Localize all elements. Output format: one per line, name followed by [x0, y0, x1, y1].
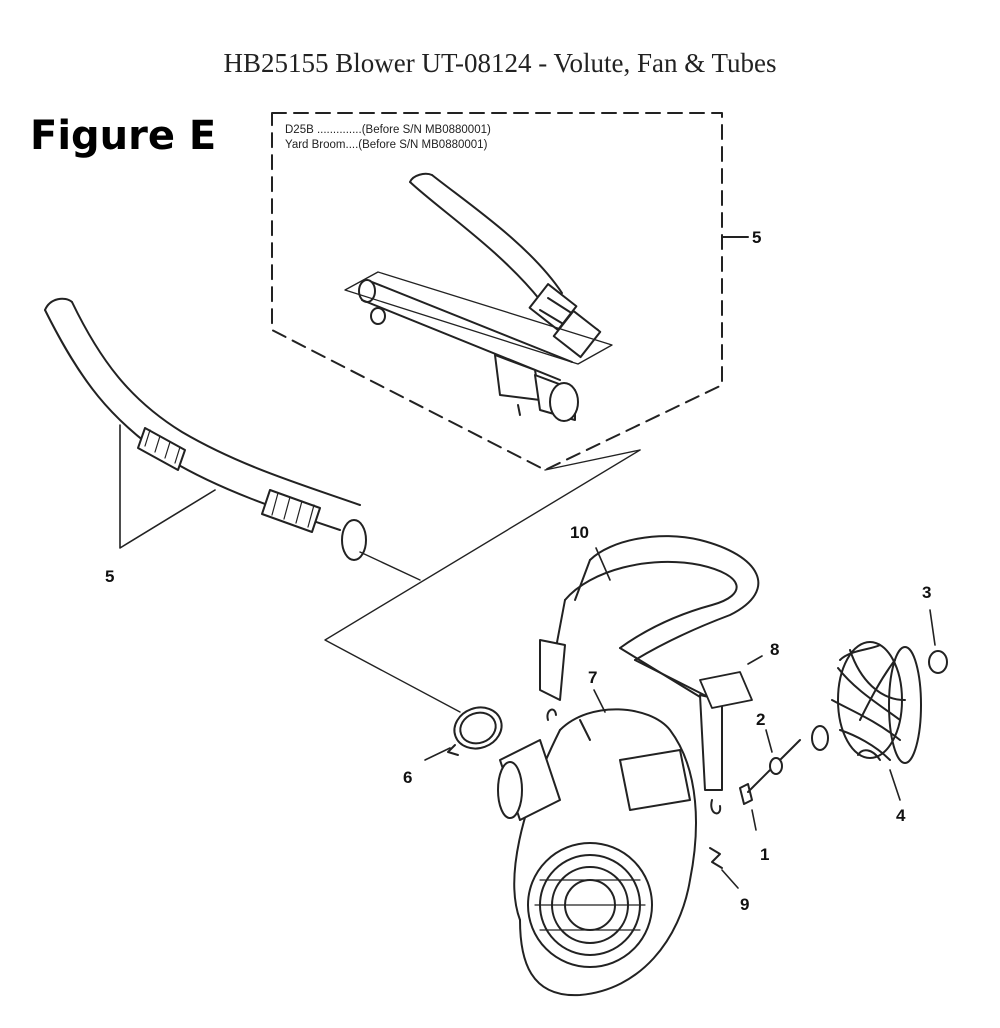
- washer: [769, 757, 783, 775]
- callout-washer: 2: [756, 710, 766, 729]
- hook: [709, 847, 723, 869]
- main-tube-bracket: [119, 424, 216, 549]
- inset-note-yard-broom: Yard Broom....(Before S/N MB0880001): [285, 139, 488, 151]
- callout-main-tube: 5: [105, 567, 115, 586]
- callout-volute: 7: [588, 668, 598, 687]
- inset-lower-tube: [344, 271, 613, 422]
- callout-inset-tubes: 5: [752, 228, 762, 247]
- screw-leader: [751, 809, 757, 831]
- hook-leader: [721, 869, 739, 889]
- volute-housing: [497, 708, 697, 997]
- plate-leader: [747, 655, 763, 665]
- callout-strap: 10: [570, 523, 589, 542]
- inset-upper-tube: [409, 172, 602, 359]
- callout-hook: 9: [740, 895, 750, 914]
- volute-leader: [593, 689, 606, 713]
- tube-assembly-pointer: [324, 449, 641, 713]
- inset-pointer: [544, 449, 641, 471]
- strap-leader: [595, 547, 611, 581]
- figure-label: Figure E: [30, 113, 217, 159]
- callout-fan: 4: [896, 806, 906, 825]
- strap: [539, 535, 760, 815]
- inset-dashed-box: [271, 112, 723, 471]
- callout-fan-nut: 3: [922, 583, 932, 602]
- callout-clamp: 6: [403, 768, 413, 787]
- callout-screw: 1: [760, 845, 770, 864]
- callout-plate: 8: [770, 640, 780, 659]
- main-tube: [44, 297, 367, 561]
- main-tube-pointer: [359, 551, 421, 581]
- fan-nut: [928, 650, 948, 674]
- fan-nut-leader: [929, 609, 936, 646]
- plate: [699, 671, 753, 709]
- page-title: HB25155 Blower UT-08124 - Volute, Fan & …: [223, 48, 777, 78]
- inset-note-d25b: D25B ..............(Before S/N MB0880001…: [285, 124, 491, 136]
- washer-leader: [765, 729, 773, 753]
- clamp: [447, 706, 503, 756]
- clamp-leader: [424, 747, 451, 761]
- screw: [739, 739, 801, 805]
- fan-leader: [889, 769, 901, 801]
- fan: [811, 641, 922, 764]
